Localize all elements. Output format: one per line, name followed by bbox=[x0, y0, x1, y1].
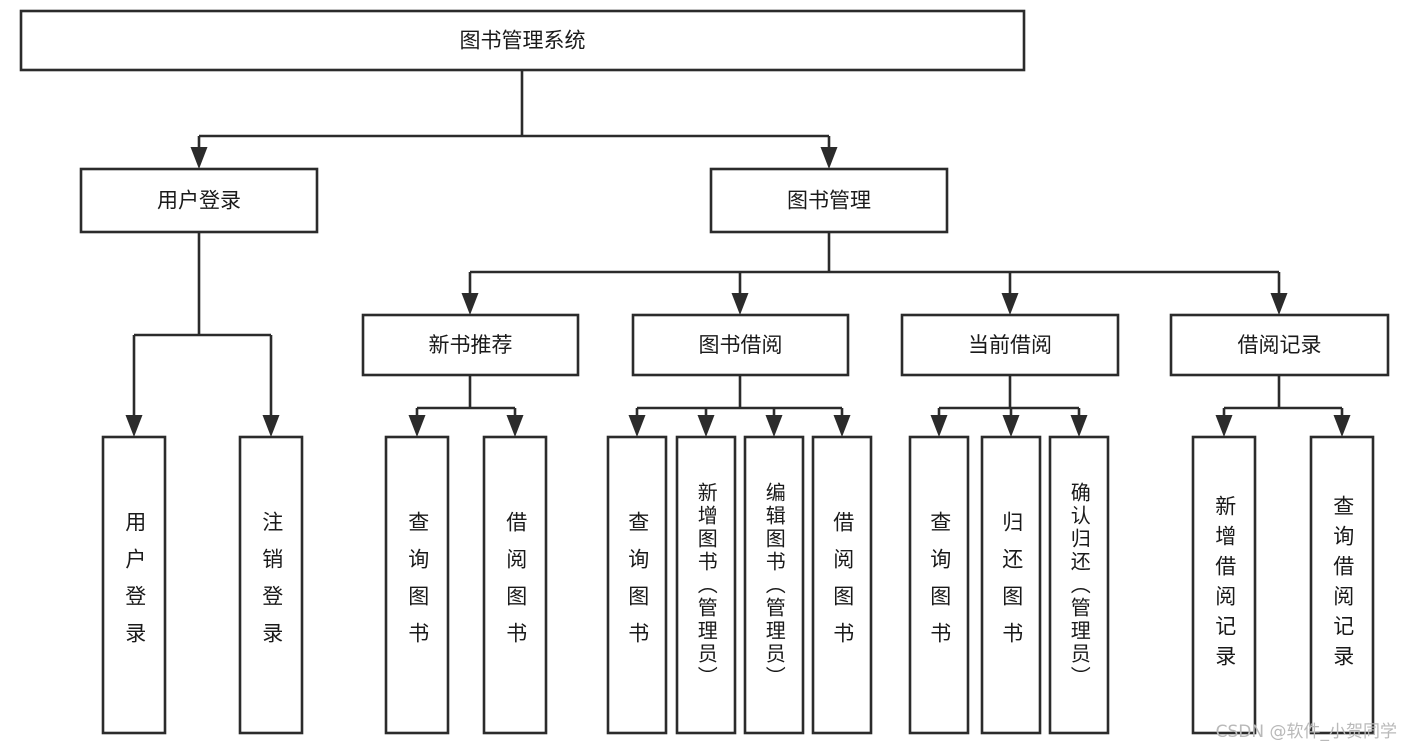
node-leaf-12[interactable] bbox=[1309, 435, 1375, 735]
node-leaf-3[interactable] bbox=[482, 435, 548, 735]
node-leaf-8[interactable] bbox=[908, 435, 970, 735]
node-leaf-9[interactable] bbox=[980, 435, 1042, 735]
node-level2-1[interactable] bbox=[709, 167, 949, 234]
root-to-level2-1-arrowhead bbox=[820, 147, 838, 169]
node-leaf-0[interactable] bbox=[101, 435, 167, 735]
node-leaf-1[interactable] bbox=[238, 435, 304, 735]
manage-to-level3-2-arrowhead bbox=[1001, 293, 1019, 315]
leaf-connector-10-arrowhead bbox=[1333, 415, 1351, 437]
login-to-leaf-1-arrowhead bbox=[262, 415, 280, 437]
node-level3-label-0: 新书推荐 bbox=[429, 333, 513, 357]
node-level2-label-1: 图书管理 bbox=[787, 189, 871, 213]
node-leaf-2[interactable] bbox=[384, 435, 450, 735]
node-level2-label-0: 用户登录 bbox=[157, 189, 241, 213]
leaf-connector-7-arrowhead bbox=[1002, 415, 1020, 437]
watermark-text: CSDN @软件_小贺同学 bbox=[1215, 722, 1397, 742]
node-leaf-5[interactable] bbox=[675, 435, 737, 735]
node-leaf-7[interactable] bbox=[811, 435, 873, 735]
leaf-connector-3-arrowhead bbox=[697, 415, 715, 437]
manage-to-level3-1-arrowhead bbox=[731, 293, 749, 315]
leaf-connector-2-arrowhead bbox=[628, 415, 646, 437]
node-leaf-10[interactable] bbox=[1048, 435, 1110, 735]
leaf-connector-9-arrowhead bbox=[1215, 415, 1233, 437]
manage-to-level3-3-arrowhead bbox=[1270, 293, 1288, 315]
leaf-connector-0-arrowhead bbox=[408, 415, 426, 437]
leaf-connector-4-arrowhead bbox=[765, 415, 783, 437]
node-level2-0[interactable] bbox=[79, 167, 319, 234]
login-to-leaf-0-arrowhead bbox=[125, 415, 143, 437]
node-level3-0[interactable] bbox=[361, 313, 580, 377]
node-level3-label-1: 图书借阅 bbox=[699, 333, 783, 357]
node-level3-1[interactable] bbox=[631, 313, 850, 377]
box-layer bbox=[19, 9, 1390, 735]
root-to-level2-0-arrowhead bbox=[190, 147, 208, 169]
node-root[interactable] bbox=[19, 9, 1026, 72]
node-level3-label-2: 当前借阅 bbox=[968, 333, 1052, 357]
leaf-connector-6-arrowhead bbox=[930, 415, 948, 437]
node-root-label: 图书管理系统 bbox=[460, 29, 586, 53]
leaf-connector-5-arrowhead bbox=[833, 415, 851, 437]
leaf-connector-1-arrowhead bbox=[506, 415, 524, 437]
manage-to-level3-0-arrowhead bbox=[461, 293, 479, 315]
node-level3-3[interactable] bbox=[1169, 313, 1390, 377]
node-leaf-6[interactable] bbox=[743, 435, 805, 735]
node-leaf-11[interactable] bbox=[1191, 435, 1257, 735]
node-level3-label-3: 借阅记录 bbox=[1238, 333, 1322, 357]
connector-layer bbox=[125, 70, 1351, 437]
node-level3-2[interactable] bbox=[900, 313, 1120, 377]
leaf-connector-8-arrowhead bbox=[1070, 415, 1088, 437]
node-leaf-4[interactable] bbox=[606, 435, 668, 735]
